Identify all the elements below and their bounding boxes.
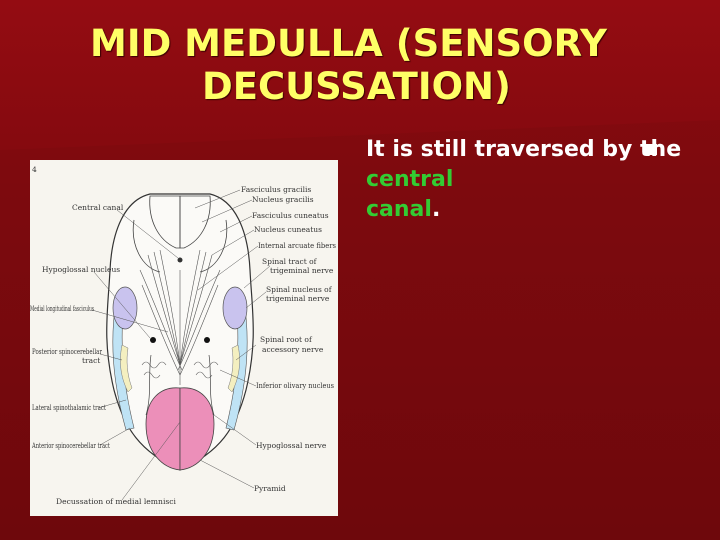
label-spinal-root-line-2: accessory nerve xyxy=(262,345,324,354)
label-pyramid: Pyramid xyxy=(254,484,286,493)
slide-title: MID MEDULLA (SENSORY DECUSSATION) xyxy=(80,22,640,108)
right-gracilis xyxy=(179,195,211,249)
central-canal-dot xyxy=(177,257,183,263)
left-trigeminal-nucleus xyxy=(112,286,138,330)
right-hypoglossal-root xyxy=(208,354,215,416)
label-spinal-root-line-1: Spinal root of xyxy=(260,335,313,344)
bullet-text: It is still traversed by the central can… xyxy=(366,135,696,225)
label-medial-longitudinal-fasciculus: Medial longitudinal fasciculus xyxy=(30,304,94,313)
bullet-text-part-1: It is still traversed by the xyxy=(366,137,682,162)
right-olivary-nucleus xyxy=(193,361,219,379)
right-olive xyxy=(227,344,240,393)
label-anterior-spinocerebellar-tract: Anterior spinocerebellar tract xyxy=(31,441,110,450)
label-fasciculus-cuneatus: Fasciculus cuneatus xyxy=(252,211,329,220)
title-line-2: DECUSSATION) xyxy=(202,65,511,108)
medulla-diagram: 4 xyxy=(30,160,338,516)
label-spinal-tract-line-2: trigeminal nerve xyxy=(270,266,334,275)
left-olivary-nucleus xyxy=(141,361,167,379)
left-hypoglossal-dot xyxy=(150,337,156,343)
left-pyramid xyxy=(145,387,181,471)
left-olive xyxy=(120,344,133,393)
label-nucleus-gracilis: Nucleus gracilis xyxy=(252,195,314,204)
label-central-canal: Central canal xyxy=(72,203,124,212)
right-cuneatus xyxy=(199,219,228,273)
medulla-diagram-svg: 4 xyxy=(30,165,336,506)
right-spinocerebellar-tract xyxy=(225,299,248,431)
label-lateral-spinothalamic-tract: Lateral spinothalamic tract xyxy=(32,403,106,412)
left-hypoglossal-root xyxy=(145,354,152,416)
label-hypoglossal-nucleus: Hypoglossal nucleus xyxy=(42,265,120,274)
label-spinal-nucleus-line-2: trigeminal nerve xyxy=(266,294,330,303)
label-hypoglossal-nerve: Hypoglossal nerve xyxy=(256,441,327,450)
label-internal-arcuate-fibers: Internal arcuate fibers xyxy=(258,241,336,250)
left-spinocerebellar-tract xyxy=(112,299,135,431)
leader-lines xyxy=(91,189,271,501)
label-posterior-spinocerebellar-line-2: tract xyxy=(82,356,100,365)
bullet-square-icon xyxy=(646,144,657,155)
label-decussation-medial-lemnisci: Decussation of medial lemnisci xyxy=(56,497,177,506)
right-trigeminal-nucleus xyxy=(222,286,248,330)
title-band xyxy=(0,0,720,150)
bullet-text-part-3: . xyxy=(431,197,441,222)
highlight-canal: canal xyxy=(366,197,432,222)
figure-corner-mark: 4 xyxy=(32,165,37,174)
label-nucleus-cuneatus: Nucleus cuneatus xyxy=(254,225,322,234)
label-spinal-tract-line-1: Spinal tract of xyxy=(262,257,318,266)
title-line-1: MID MEDULLA (SENSORY xyxy=(90,22,607,65)
left-gracilis xyxy=(149,195,181,249)
right-hypoglossal-dot xyxy=(204,337,210,343)
label-posterior-spinocerebellar-line-1: Posterior spinocerebellar xyxy=(32,347,102,356)
highlight-central: central xyxy=(366,167,454,192)
label-spinal-nucleus-line-1: Spinal nucleus of xyxy=(266,285,333,294)
internal-arcuate-fibers xyxy=(139,249,221,385)
left-cuneatus xyxy=(132,219,161,273)
right-pyramid xyxy=(179,387,215,471)
label-fasciculus-gracilis: Fasciculus gracilis xyxy=(241,185,311,194)
label-inferior-olivary-nucleus: Inferior olivary nucleus xyxy=(256,381,334,390)
